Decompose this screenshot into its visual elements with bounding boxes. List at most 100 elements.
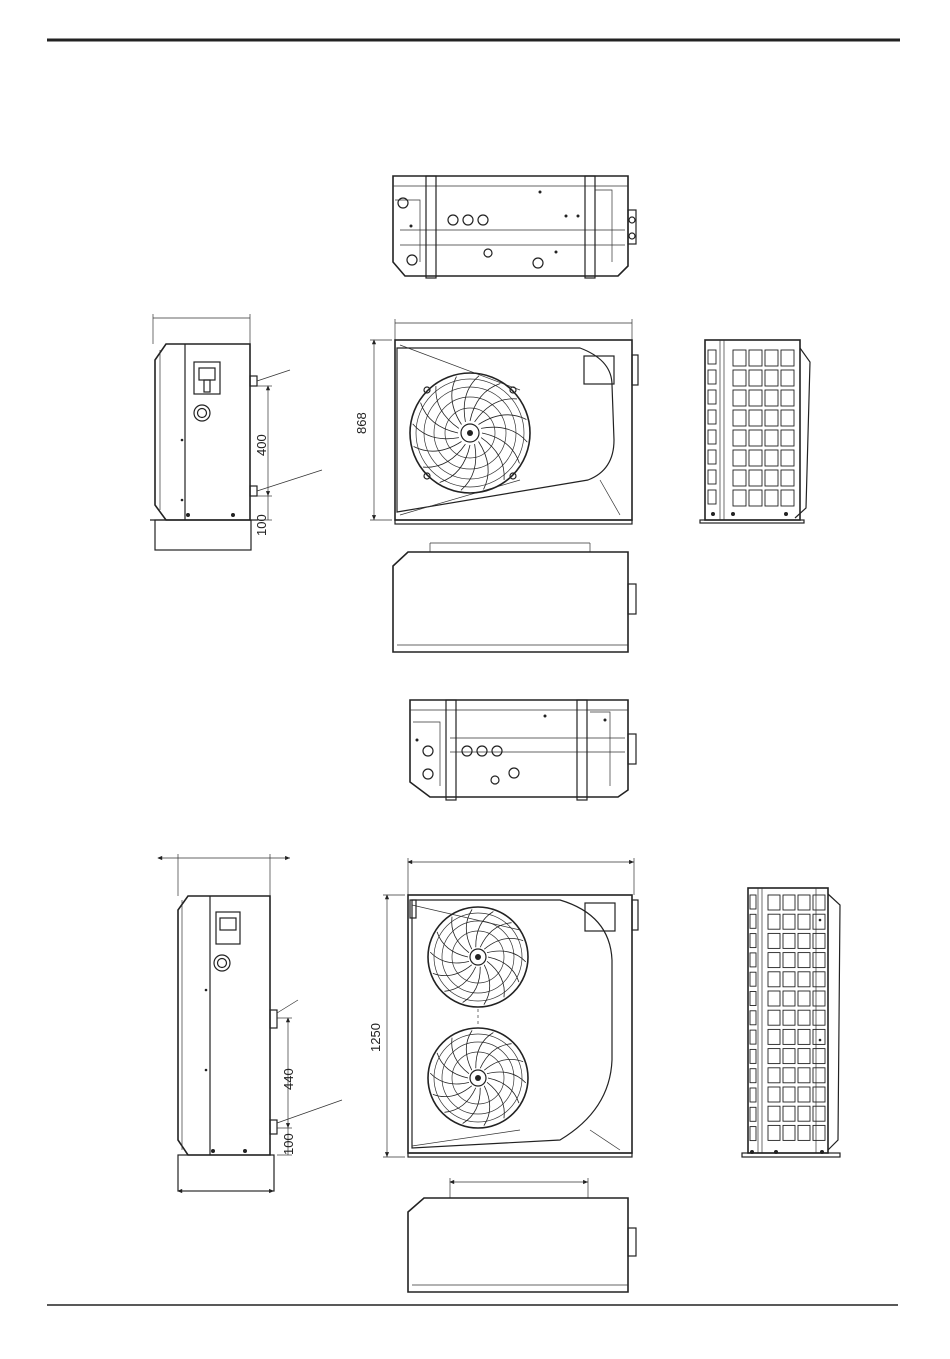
small-unit-top-view: [393, 176, 636, 278]
grille-slot: [708, 430, 716, 444]
fan-blade: [478, 441, 488, 489]
fan-blade: [476, 1033, 494, 1069]
large-unit-bottom-view: [408, 1178, 636, 1292]
large-height-label: 1250: [368, 1023, 383, 1052]
fan-blade: [452, 1038, 469, 1074]
grille-cell: [768, 1029, 780, 1044]
fan-blade: [463, 967, 481, 1003]
grille-cell: [765, 430, 778, 446]
grille-cell: [765, 490, 778, 506]
grille-cell: [813, 895, 825, 910]
grille-cell: [783, 914, 795, 929]
fan-blade: [476, 912, 494, 948]
grille-cell: [768, 914, 780, 929]
large-unit-front-view: [383, 858, 638, 1157]
grille-slot: [708, 410, 716, 424]
small-unit-side-view: [150, 314, 322, 550]
grille-slot: [750, 914, 756, 928]
grille-cell: [768, 972, 780, 987]
fan-blade: [487, 961, 504, 997]
fan-blade: [484, 965, 490, 1005]
grille-cell: [813, 1125, 825, 1140]
large-unit-lower-fan: [428, 1009, 528, 1128]
fan-blade: [484, 1086, 490, 1126]
grille-cell: [813, 914, 825, 929]
grille-cell: [798, 933, 810, 948]
grille-cell: [798, 953, 810, 968]
grille-cell: [813, 1029, 825, 1044]
grille-cell: [733, 430, 746, 446]
fan-blade: [484, 1059, 523, 1070]
grille-cell: [765, 450, 778, 466]
small-unit-rear-side-view: [700, 340, 810, 523]
grille-cell: [798, 972, 810, 987]
large-unit-top-view: [410, 700, 636, 800]
grille-cell: [733, 490, 746, 506]
fan-blade: [466, 909, 472, 949]
grille-cell: [798, 1029, 810, 1044]
grille-cell: [781, 430, 794, 446]
grille-cell: [798, 1049, 810, 1064]
grille-slot: [750, 1030, 756, 1044]
large-pipe-spacing-label: 440: [281, 1068, 296, 1090]
grille-slot: [750, 1107, 756, 1121]
grille-cell: [765, 390, 778, 406]
grille-cell: [765, 410, 778, 426]
grille-cell: [768, 1106, 780, 1121]
grille-cell: [783, 1068, 795, 1083]
grille-slot: [750, 934, 756, 948]
grille-cell: [733, 410, 746, 426]
large-base-offset-label: 100: [281, 1133, 296, 1155]
grille-cell: [783, 1010, 795, 1025]
grille-cell: [813, 1010, 825, 1025]
grille-slot: [708, 490, 716, 504]
grille-cell: [768, 1125, 780, 1140]
grille-slot: [750, 972, 756, 986]
grille-cell: [733, 370, 746, 386]
grille-slot: [750, 1088, 756, 1102]
grille-slot: [708, 450, 716, 464]
grille-cell: [749, 470, 762, 486]
grille-slot: [750, 1127, 756, 1141]
grille-cell: [783, 1125, 795, 1140]
grille-cell: [781, 470, 794, 486]
grille-cell: [781, 410, 794, 426]
grille-cell: [781, 450, 794, 466]
fan-blade: [478, 415, 526, 425]
large-unit-side-view: [158, 854, 342, 1191]
grille-cell: [749, 370, 762, 386]
fan-blade: [414, 441, 462, 451]
grille-cell: [781, 370, 794, 386]
grille-cell: [813, 1068, 825, 1083]
grille-cell: [733, 470, 746, 486]
grille-cell: [749, 430, 762, 446]
fan-blade: [487, 951, 526, 962]
grille-cell: [798, 1125, 810, 1140]
grille-cell: [768, 1087, 780, 1102]
grille-cell: [768, 1049, 780, 1064]
grille-cell: [749, 390, 762, 406]
grille-cell: [749, 350, 762, 366]
fan-blade: [487, 1072, 526, 1083]
fan-blade: [452, 377, 462, 425]
grille-cell: [813, 953, 825, 968]
grille-slot: [708, 390, 716, 404]
grille-cell: [749, 450, 762, 466]
grille-cell: [768, 991, 780, 1006]
fan-blade: [433, 1086, 472, 1097]
grille-cell: [798, 1106, 810, 1121]
grille-slot: [750, 895, 756, 909]
grille-slot: [750, 1049, 756, 1063]
fan-blade: [452, 917, 469, 953]
grille-cell: [783, 1087, 795, 1102]
grille-cell: [798, 1087, 810, 1102]
grille-cell: [768, 1010, 780, 1025]
small-base-offset-label: 100: [254, 514, 269, 536]
grille-cell: [768, 1068, 780, 1083]
grille-cell: [783, 895, 795, 910]
grille-cell: [733, 450, 746, 466]
grille-cell: [813, 1049, 825, 1064]
grille-cell: [749, 410, 762, 426]
small-height-label: 868: [354, 412, 369, 434]
